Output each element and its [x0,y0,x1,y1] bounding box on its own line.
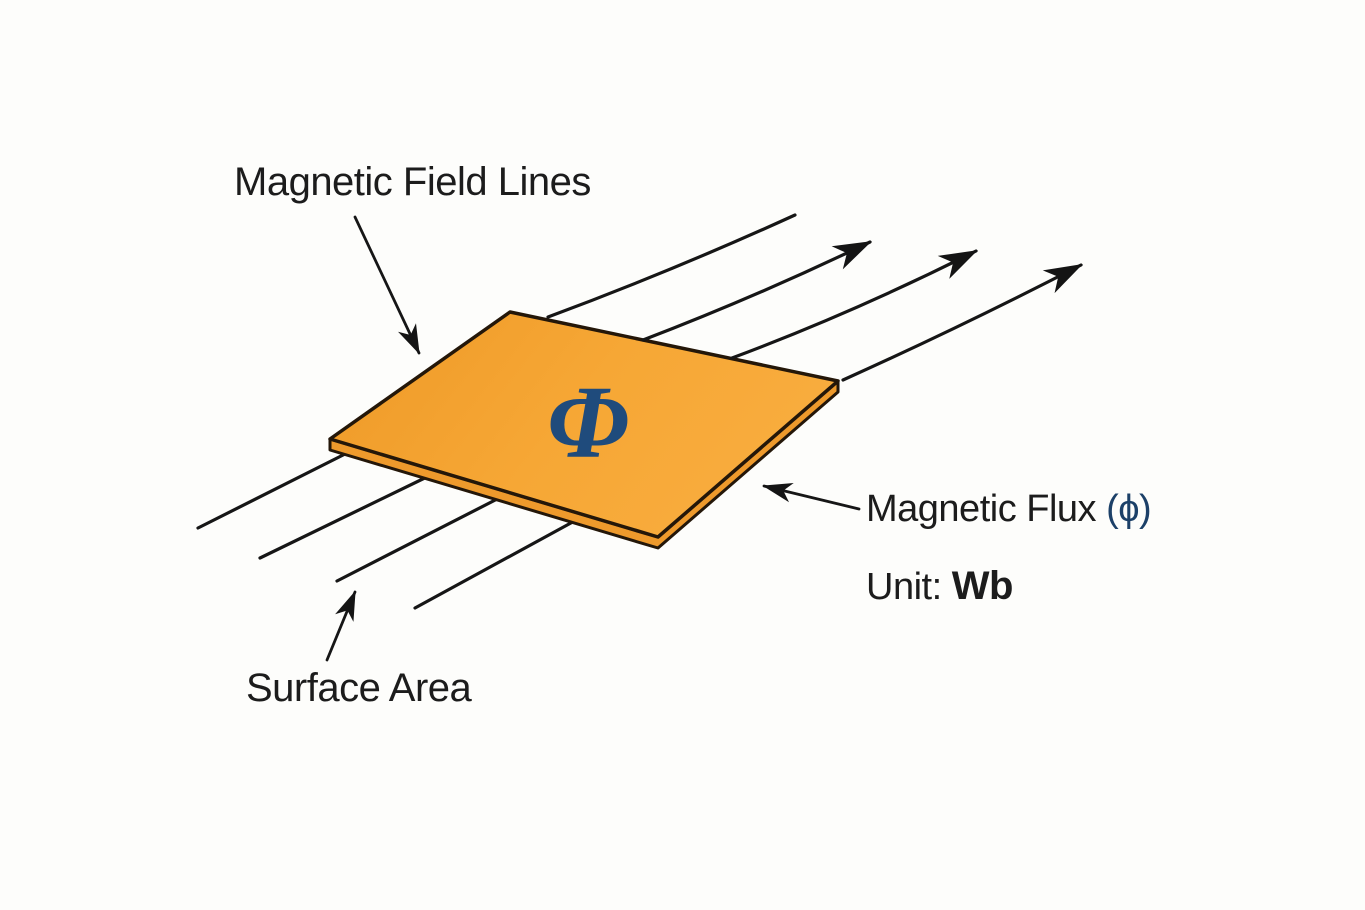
field-line-1-left [196,448,355,530]
field-line-3-right [730,249,978,360]
magnetic-flux-symbol: (ϕ) [1106,488,1152,530]
surface-area-text: Surface Area [246,666,472,710]
surface-plate-face [328,310,840,539]
magnetic-field-lines-label: Magnetic Field Lines [234,160,591,204]
field-line-2-right [641,240,872,342]
field-line-4-left [413,516,582,610]
magnetic-flux-label: Magnetic Flux (ϕ) [866,488,1152,531]
field-line-4-right [841,263,1083,382]
field-line-2-left [258,472,435,560]
phi-symbol: Φ [547,365,629,480]
field-lines-pointer-arrow [353,215,421,355]
field-line-1-right [546,213,797,319]
field-lines-left-segments [196,448,582,610]
unit-prefix-text: Unit: [866,566,952,608]
surface-area-pointer-arrow [325,590,357,662]
field-lines-right-segments [546,213,1083,382]
surface-area-label: Surface Area [246,666,472,710]
annotation-arrows [325,215,861,662]
field-line-3-left [335,493,507,583]
magnetic-field-lines-text: Magnetic Field Lines [234,160,591,204]
unit-value-text: Wb [951,564,1014,608]
magnetic-flux-pointer-arrow [762,482,861,511]
unit-label: Unit: Wb [866,564,1013,609]
magnetic-flux-text: Magnetic Flux [866,488,1107,530]
